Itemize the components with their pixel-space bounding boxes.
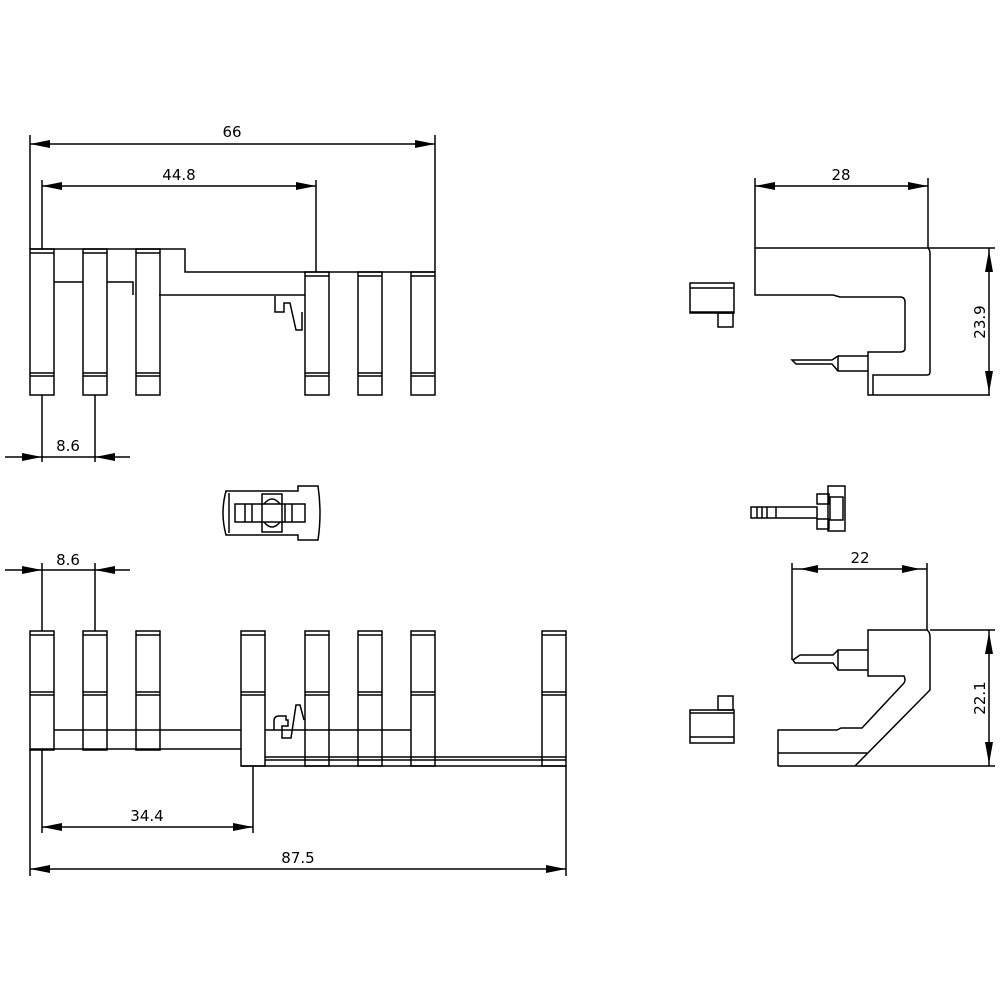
top-dim-44-8: 44.8 [41, 166, 317, 272]
side-dim-28: 28 [754, 166, 929, 248]
terminal-pin [357, 271, 383, 396]
dim-66-label: 66 [222, 123, 241, 141]
latch-spring [274, 296, 303, 331]
terminal-pin [135, 248, 161, 396]
terminal-pin [541, 630, 567, 767]
terminal-pin [410, 271, 436, 396]
dim-34-4-label: 34.4 [130, 807, 163, 825]
terminal-pin [135, 630, 161, 751]
terminal-pin [240, 630, 266, 767]
top-dim-66: 66 [29, 123, 436, 272]
dim-8-6-top-label: 8.6 [56, 437, 80, 455]
dim-22-label: 22 [850, 549, 869, 567]
dim-87-5-label: 87.5 [281, 849, 314, 867]
dim-8-6-bottom-label: 8.6 [56, 551, 80, 569]
terminal-pin [304, 271, 330, 396]
terminal-pin [29, 630, 55, 751]
side-dim-22: 22 [791, 549, 928, 660]
connector-side-view [750, 485, 846, 532]
dim-23-9-label: 23.9 [971, 305, 989, 338]
side-dim-22-1: 22.1 [971, 630, 993, 766]
dim-44-8-label: 44.8 [162, 166, 195, 184]
bottom-view [29, 630, 567, 767]
bottom-dim-87-5: 87.5 [29, 749, 567, 876]
bottom-dim-34-4: 34.4 [41, 749, 254, 833]
terminal-pin [304, 630, 330, 767]
connector-top-view [222, 485, 321, 541]
dim-28-label: 28 [831, 166, 850, 184]
terminal-pin [357, 630, 383, 767]
top-view [29, 248, 436, 396]
side-view-top [689, 247, 995, 396]
terminal-pin [410, 630, 436, 767]
bottom-dim-8-6: 8.6 [5, 551, 130, 631]
side-dim-23-9: 23.9 [971, 248, 993, 395]
side-view-bottom [689, 629, 995, 767]
dim-22-1-label: 22.1 [971, 681, 989, 714]
top-dim-8-6: 8.6 [5, 395, 130, 462]
terminal-pin [82, 630, 108, 751]
